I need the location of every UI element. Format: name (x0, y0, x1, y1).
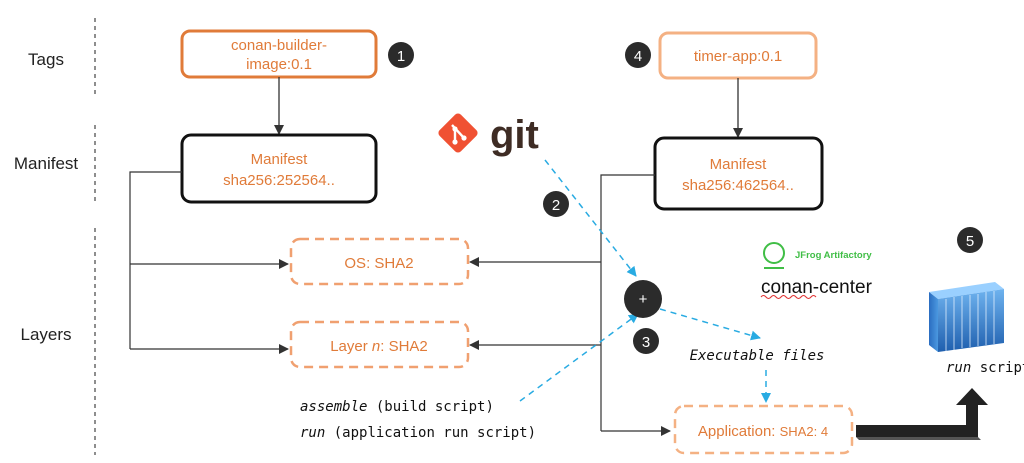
application-label: Application: (698, 423, 780, 440)
git-branch-icon (451, 124, 467, 145)
app-manifest-box[interactable] (653, 136, 824, 211)
builder-manifest-bracket (129, 171, 182, 349)
app-manifest-hash: sha256:462564.. (682, 177, 794, 194)
container-icon (929, 282, 1004, 352)
layer-n-prefix: Layer (330, 338, 372, 355)
step-badge-4: 4 (625, 42, 651, 68)
deploy-arrow (856, 388, 988, 440)
scripts-to-combine-arrow (519, 313, 639, 402)
executable-files-label: Executable files (690, 348, 825, 364)
os-layer-label: OS: SHA2 (344, 255, 413, 272)
container-front (929, 292, 938, 352)
row-label-tags: Tags (28, 50, 64, 69)
app-tag-label: timer-app:0.1 (694, 48, 782, 65)
step-5-label: 5 (966, 233, 974, 250)
builder-manifest-hash: sha256:252564.. (223, 172, 335, 189)
jfrog-brand: JFrog Artifactory (795, 250, 872, 261)
step-1-label: 1 (397, 48, 405, 65)
layer-n-suffix: : SHA2 (380, 338, 428, 355)
jfrog-logo: JFrog Artifactory (763, 242, 872, 269)
git-to-combine-arrow (544, 159, 637, 277)
git-logo: git (438, 113, 539, 157)
run-desc: (application run script) (325, 425, 536, 441)
conan-center-part2: -center (813, 277, 873, 298)
output-run-rest: script (971, 360, 1024, 376)
run-script-text: run (application run script) (300, 425, 536, 441)
os-layer-box[interactable] (289, 237, 470, 286)
conan-center-label: conan-center (761, 277, 873, 298)
step-badge-3: 3 (633, 328, 659, 354)
app-manifest-title: Manifest (710, 156, 768, 173)
jfrog-icon (763, 242, 785, 264)
assemble-desc: (build script) (367, 399, 493, 415)
app-manifest-bracket (600, 174, 655, 431)
step-2-label: 2 (552, 197, 560, 214)
step-4-label: 4 (634, 48, 642, 65)
step-badge-2: 2 (543, 191, 569, 217)
conan-center-part1: conan (761, 277, 813, 298)
layer-n-box[interactable] (289, 320, 470, 369)
builder-tag-line2: image:0.1 (246, 56, 312, 73)
row-label-manifest: Manifest (14, 154, 79, 173)
assemble-script-text: assemble (build script) (300, 399, 494, 415)
output-run-cmd: run (946, 360, 971, 376)
step-badge-5: 5 (957, 227, 983, 253)
combine-to-executables-arrow (659, 308, 761, 341)
step-badge-1: 1 (388, 42, 414, 68)
combine-node (624, 280, 662, 318)
run-script-output-label: run script (946, 360, 1024, 376)
builder-manifest-box[interactable] (180, 133, 378, 204)
git-logo-text: git (490, 113, 539, 157)
step-3-label: 3 (642, 334, 650, 351)
spellcheck-underline (760, 295, 817, 299)
application-hash: SHA2: 4 (780, 424, 828, 439)
layer-n-var: n (372, 338, 380, 355)
builder-tag-line1: conan-builder- (231, 37, 327, 54)
run-cmd: run (300, 425, 325, 441)
row-label-layers: Layers (20, 325, 71, 344)
layer-n-label: Layer n: SHA2 (330, 338, 428, 355)
application-layer-label: Application: SHA2: 4 (698, 423, 828, 440)
builder-manifest-title: Manifest (251, 151, 309, 168)
assemble-cmd: assemble (300, 399, 367, 415)
combine-symbol: + (639, 291, 648, 308)
application-layer-box[interactable] (673, 404, 854, 455)
